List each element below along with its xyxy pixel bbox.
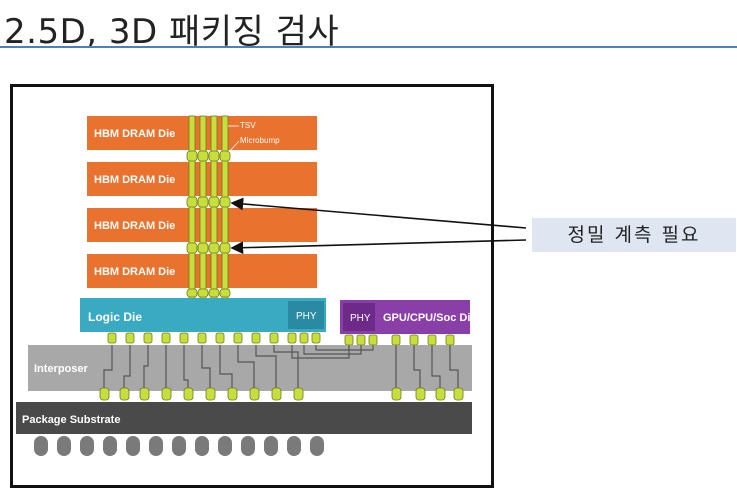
microbumps [186,150,231,298]
hbm-die-label-3: HBM DRAM Die [94,220,175,232]
package-substrate [16,402,472,434]
hbm-die-label-1: HBM DRAM Die [94,128,175,140]
phy-left-label: PHY [296,311,317,322]
callout-arrow-lower [230,239,527,255]
solder-balls [34,436,324,456]
logic-die-label: Logic Die [88,310,142,324]
hbm-die-label-4: HBM DRAM Die [94,266,175,278]
callout-arrow-upper [230,197,527,229]
interposer-bumps [99,387,464,401]
package-substrate-label: Package Substrate [22,414,120,426]
phy-left [288,301,324,329]
phy-right [343,303,375,331]
interposer-label: Interposer [34,363,89,375]
title-divider [0,46,737,48]
tsv-label: TSV [240,121,256,130]
page-title: 2.5D, 3D 패키징 검사 [4,12,340,52]
gpu-die-label: GPU/CPU/Soc Die [383,312,477,324]
logic-bumps [107,332,455,346]
hbm-die-label-2: HBM DRAM Die [94,174,175,186]
callout-label: 정밀 계측 필요 [532,218,736,252]
interposer-wiring [103,345,459,388]
microbump-label: Microbump [240,136,280,145]
logic-die [80,298,326,332]
interposer [28,345,472,391]
microbump-pointer [228,140,240,153]
phy-right-label: PHY [350,313,371,324]
